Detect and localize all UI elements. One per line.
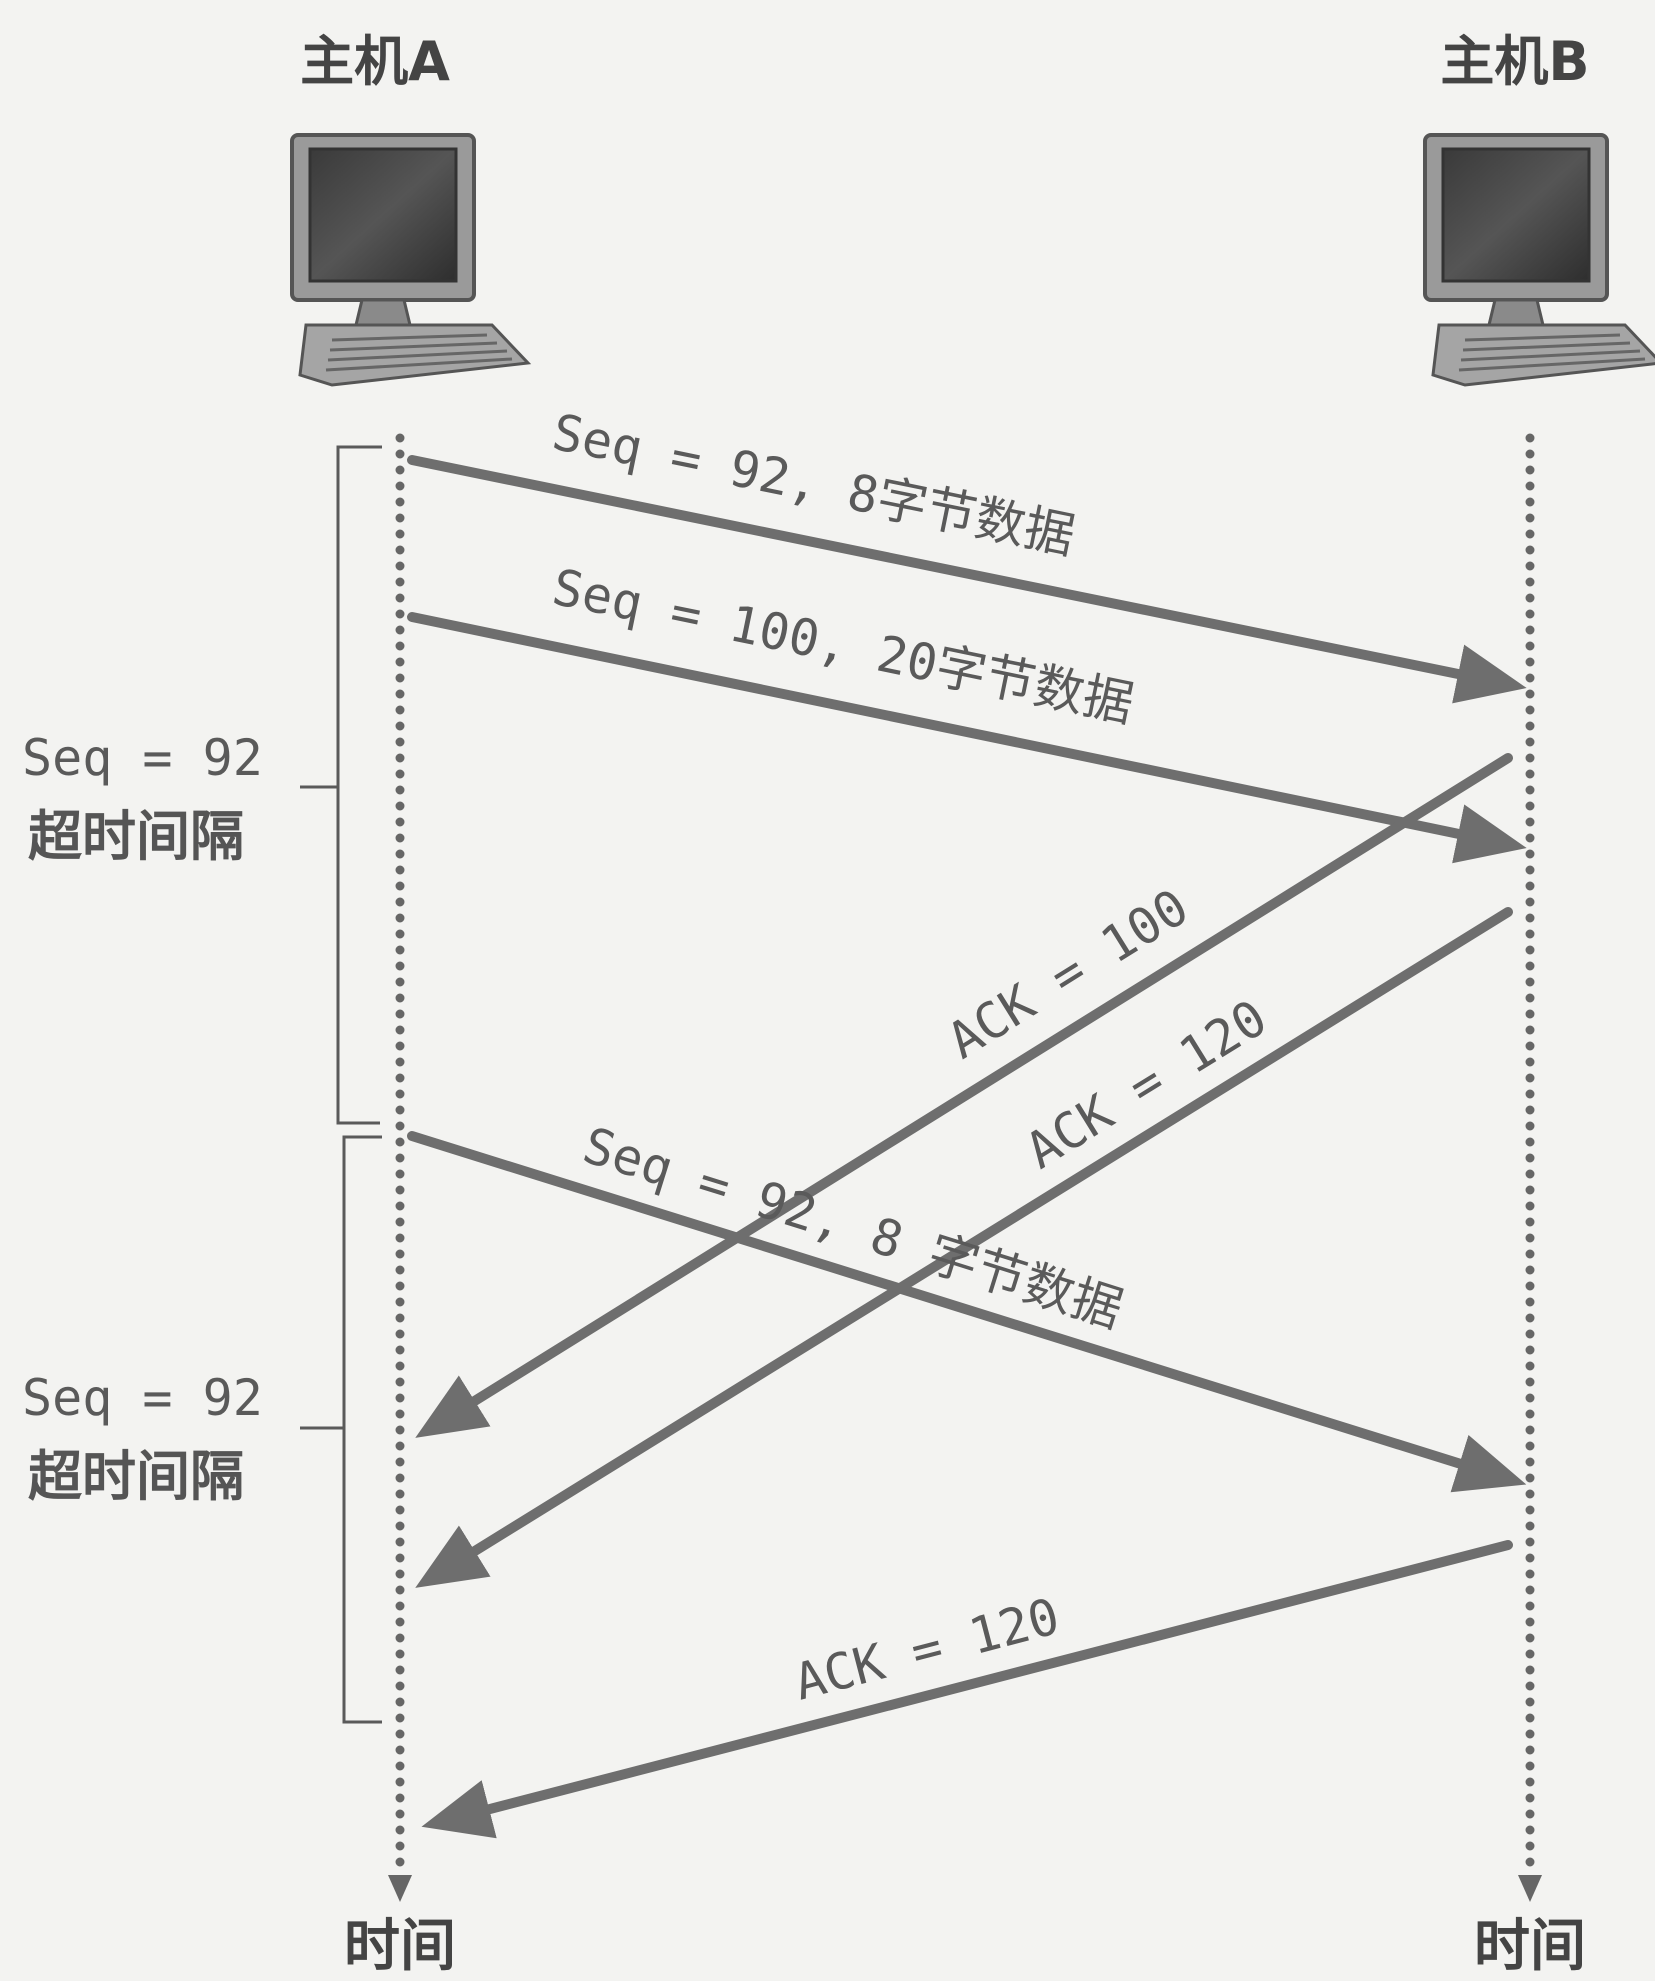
host-b-time-arrow [1518, 1875, 1542, 1902]
timeout-2-interval: 超时间隔 [28, 1445, 244, 1508]
msg-ack2-arrow [415, 907, 1513, 1588]
computer-icon [1423, 133, 1655, 387]
timeout-label-1: Seq = 92 超时间隔 [22, 729, 263, 868]
host-b-time-label: 时间 [1474, 1914, 1586, 1979]
host-b-title: 主机B [1440, 30, 1589, 93]
timeout-label-2: Seq = 92 超时间隔 [22, 1369, 263, 1508]
timeout-1-seq: Seq = 92 [22, 729, 263, 787]
msg-seg3-arrow [407, 1131, 1527, 1493]
host-a-title: 主机A [300, 30, 450, 93]
timeout-1-interval: 超时间隔 [28, 805, 244, 868]
msg-ack3-arrow [421, 1540, 1513, 1839]
host-a-time-arrow [388, 1875, 412, 1902]
computer-icon [290, 133, 530, 387]
msg-seg1-arrow [407, 455, 1527, 704]
msg-ack1-arrow [415, 753, 1513, 1438]
timeout-bracket-2 [342, 1135, 382, 1724]
msg-seg2-arrow [407, 612, 1527, 864]
host-a-time-label: 时间 [344, 1914, 456, 1979]
timeout-bracket-1 [336, 445, 382, 1125]
timeout-2-seq: Seq = 92 [22, 1369, 263, 1427]
